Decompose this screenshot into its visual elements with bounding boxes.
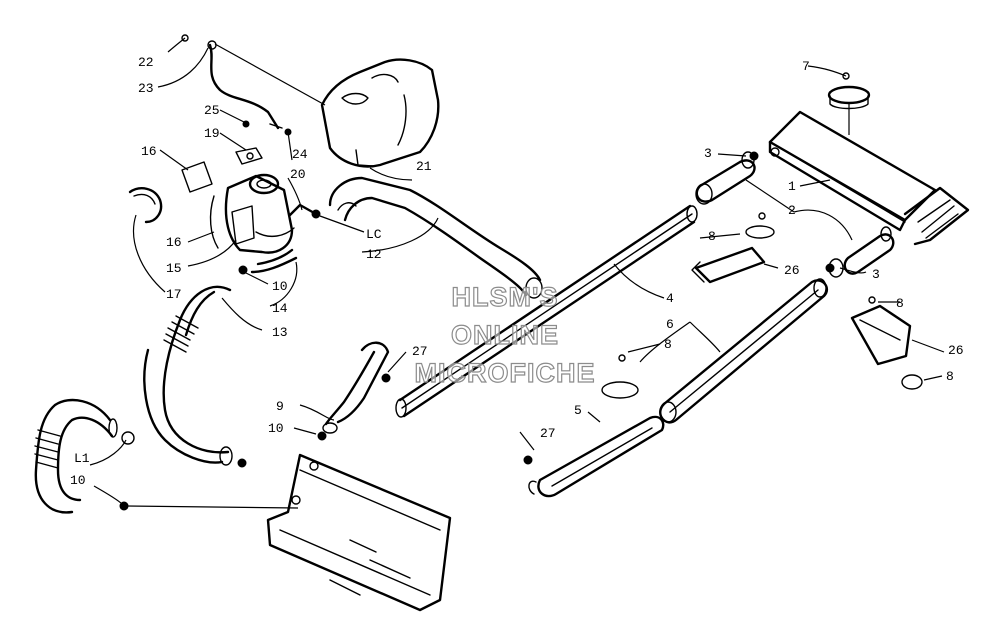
callout-24: 24 (292, 147, 308, 162)
callout-26b: 26 (948, 343, 964, 358)
hose-short-14 (256, 248, 294, 266)
thermostat-housing (209, 120, 318, 254)
overflow-line (181, 34, 326, 130)
callout-10a: 10 (272, 279, 288, 294)
callout-8b: 8 (896, 296, 904, 311)
callout-13: 13 (272, 325, 288, 340)
callout-3b: 3 (872, 267, 880, 282)
callout-21: 21 (416, 159, 432, 174)
callout-4: 4 (666, 291, 674, 306)
hose-small-2a (695, 151, 756, 205)
callout-17: 17 (166, 287, 182, 302)
radiator-1 (768, 110, 970, 246)
heat-exchanger-6 (659, 278, 829, 424)
skid-plate (266, 453, 452, 612)
hose-small-2b (828, 226, 895, 278)
callout-20: 20 (290, 167, 306, 182)
bracket-26a (691, 212, 775, 284)
callout-10b: 10 (268, 421, 284, 436)
callout-27a: 27 (412, 344, 428, 359)
callout-10c: 10 (70, 473, 86, 488)
callout-9: 9 (276, 399, 284, 414)
hose-clamp-symbols (119, 151, 835, 511)
hose-center-12 (328, 176, 543, 299)
callout-19: 19 (204, 126, 220, 141)
bracket-26b (850, 296, 923, 390)
cap-7 (827, 72, 871, 135)
callout-26a: 26 (784, 263, 800, 278)
callout-23: 23 (138, 81, 154, 96)
callout-2: 2 (788, 203, 796, 218)
callout-22: 22 (138, 55, 154, 70)
callout-15: 15 (166, 261, 182, 276)
heat-exchanger-5 (528, 415, 665, 498)
callout-8c: 8 (664, 337, 672, 352)
callout-12: 12 (366, 247, 382, 262)
callout-1: 1 (788, 179, 796, 194)
expansion-tank (320, 58, 440, 168)
hose-left-lower (143, 285, 233, 466)
callout-8a: 8 (708, 229, 716, 244)
callout-5: 5 (574, 403, 582, 418)
callout-27b: 27 (540, 426, 556, 441)
callout-14: 14 (272, 301, 288, 316)
leader-lines (89, 37, 945, 505)
callout-16a: 16 (141, 144, 157, 159)
callout-16b: 16 (166, 235, 182, 250)
callout-lc: LC (366, 227, 382, 242)
callout-25: 25 (204, 103, 220, 118)
callout-11: L1 (74, 451, 90, 466)
hose-far-left (34, 398, 135, 514)
callout-6: 6 (666, 317, 674, 332)
pad-8 (601, 381, 639, 399)
callout-labels: 22 23 25 19 24 16 20 21 16 15 LC 12 17 1… (70, 55, 964, 488)
decal-plate (181, 161, 213, 193)
callout-8d: 8 (946, 369, 954, 384)
callout-3a: 3 (704, 146, 712, 161)
callout-7: 7 (802, 59, 810, 74)
long-pipe-4 (395, 204, 698, 418)
clamp-ring (128, 187, 166, 293)
